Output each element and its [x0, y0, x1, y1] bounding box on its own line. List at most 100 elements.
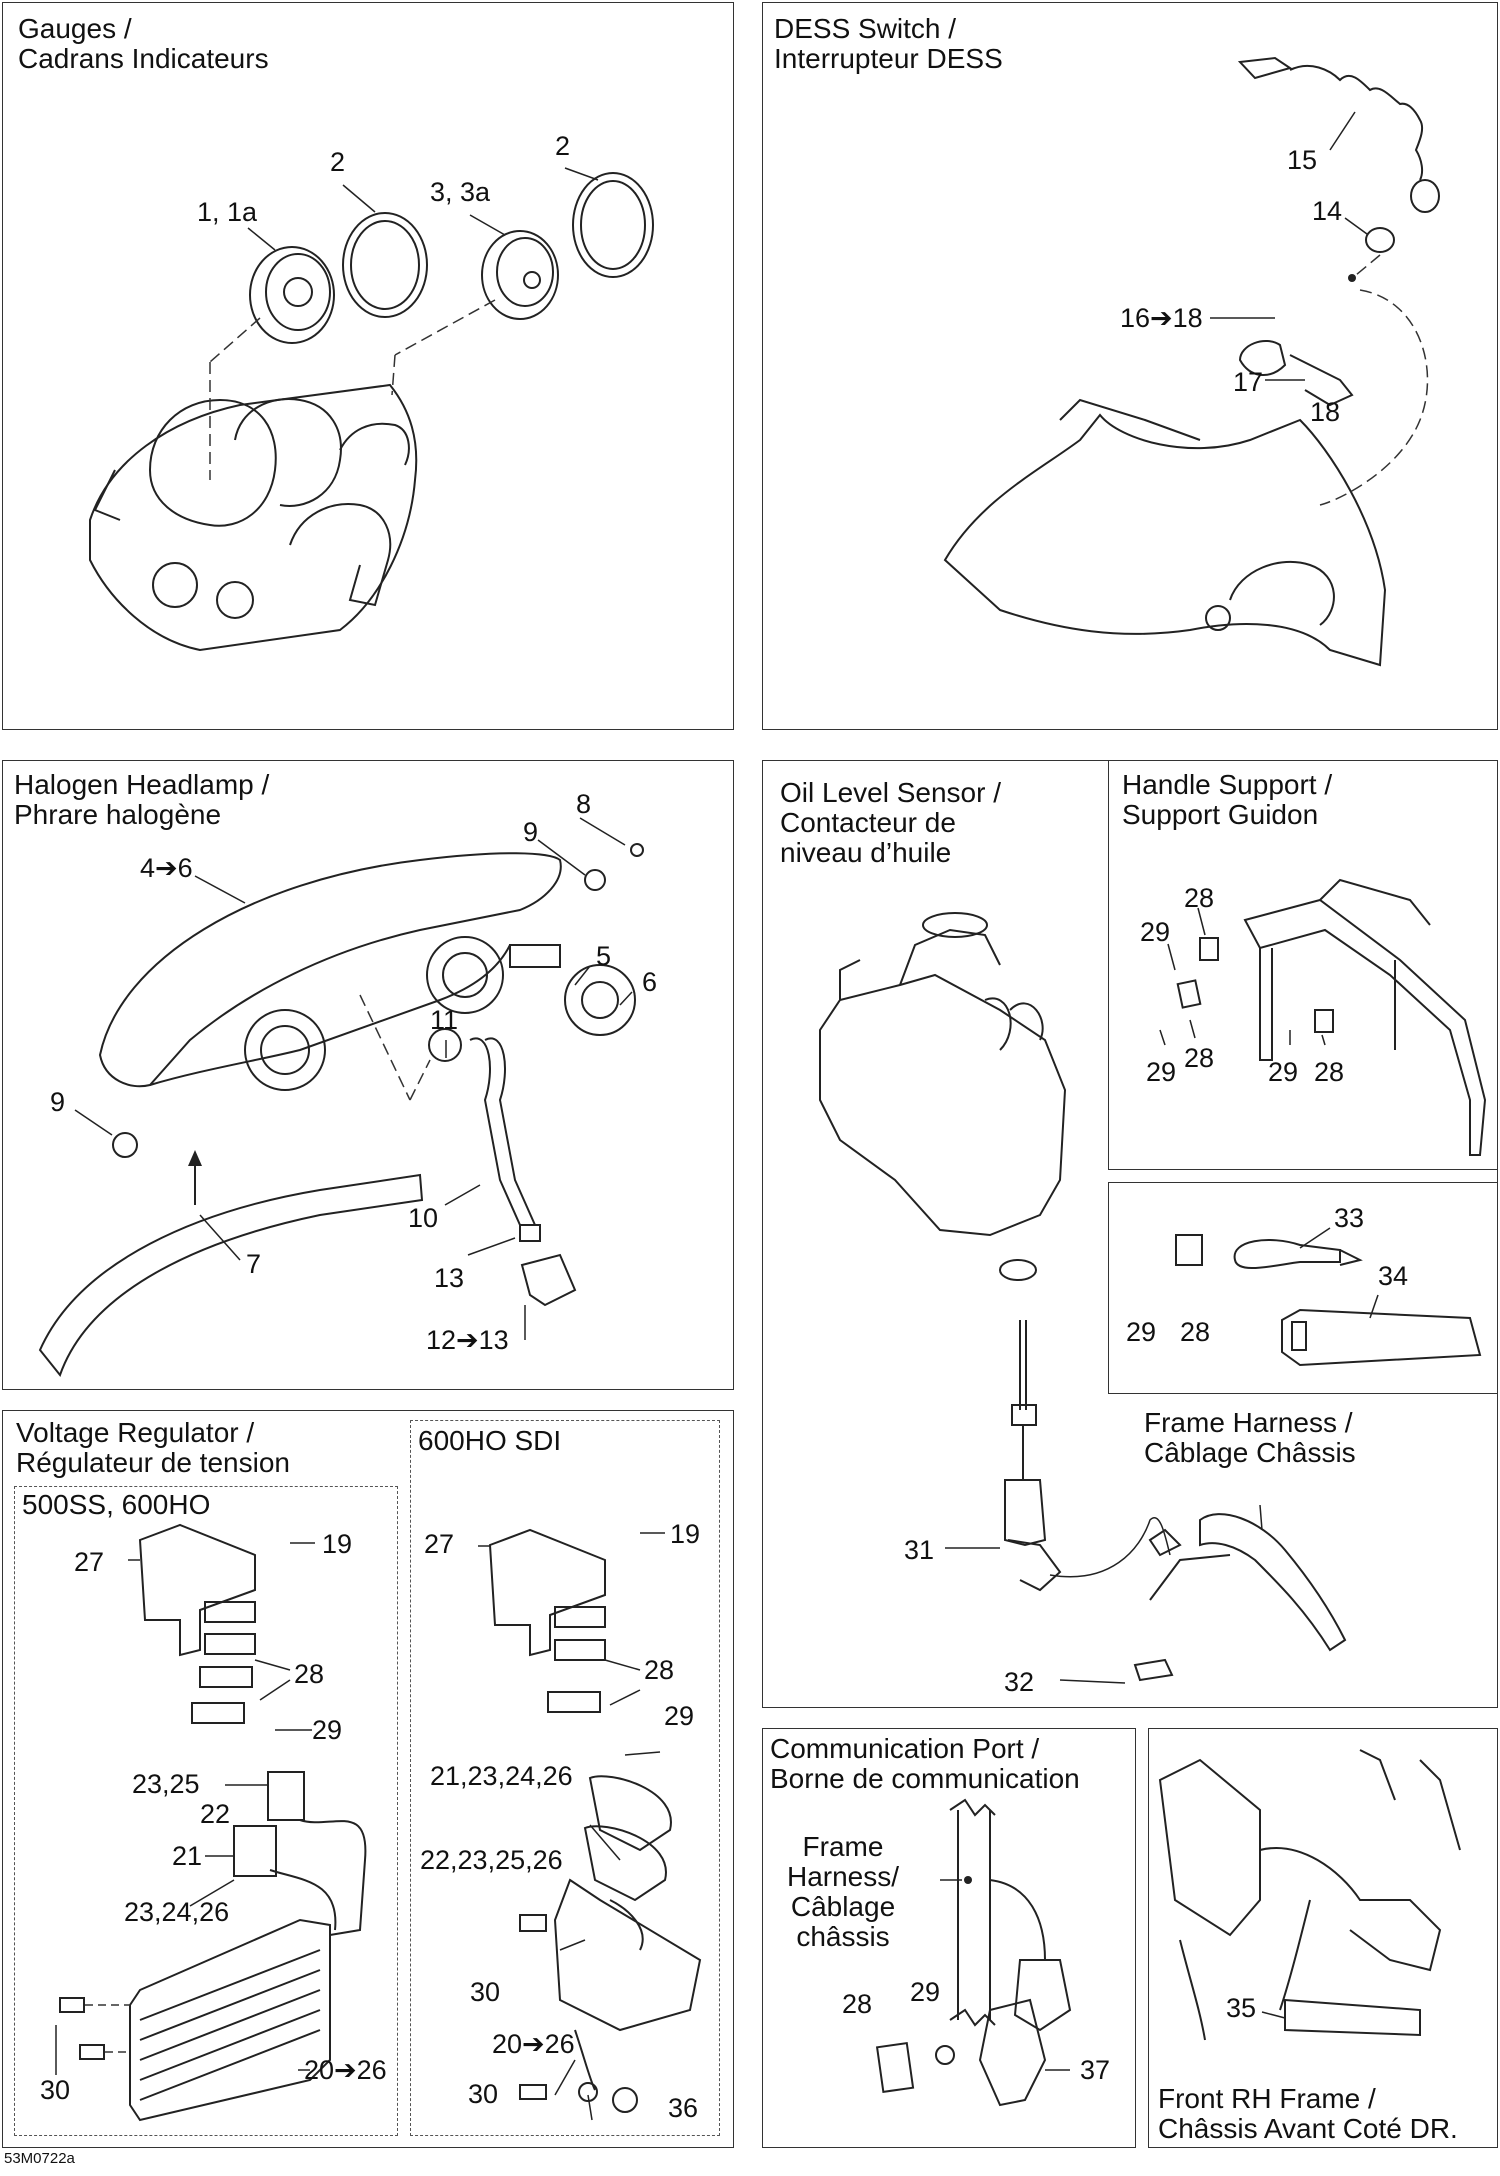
comm-fh-3: Câblage [790, 1891, 896, 1922]
callout-9a: 9 [523, 817, 539, 847]
headlamp-title-en: Halogen Headlamp / [14, 769, 270, 800]
callout-2b: 2 [555, 131, 571, 161]
callout-6: 6 [642, 967, 658, 997]
callout-1-1a: 1, 1a [197, 197, 258, 227]
callout-12-13: 12➔13 [426, 1325, 509, 1355]
callout-vl-22: 22 [200, 1799, 231, 1829]
oil-title-1: Oil Level Sensor / [780, 777, 1001, 808]
panel-500ss-600ho [14, 1486, 398, 2136]
comm-title-en: Communication Port / [770, 1733, 1040, 1764]
voltage-sub-500ss: 500SS, 600HO [22, 1489, 211, 1520]
voltage-title-fr: Régulateur de tension [16, 1447, 290, 1478]
callout-8: 8 [576, 789, 592, 819]
callout-vr-30a: 30 [470, 1977, 501, 2007]
callout-34: 34 [1378, 1261, 1409, 1291]
callout-vr-21: 21,23,24,26 [430, 1761, 573, 1791]
frame-harness-title-fr: Câblage Châssis [1144, 1437, 1356, 1468]
oil-title: Oil Level Sensor / Contacteur de niveau … [780, 778, 1001, 868]
callout-11: 11 [430, 1005, 459, 1035]
callout-kit-28: 28 [1180, 1317, 1211, 1347]
callout-32: 32 [1004, 1667, 1035, 1697]
callout-vr-19: 19 [670, 1519, 701, 1549]
callout-vl-29: 29 [312, 1715, 343, 1745]
front-title-fr: Châssis Avant Coté DR. [1158, 2113, 1458, 2144]
callout-comm-37: 37 [1080, 2055, 1111, 2085]
callout-comm-28: 28 [842, 1989, 873, 2019]
callout-handle-28a: 28 [1184, 883, 1215, 913]
panel-communication-port [762, 1728, 1136, 2148]
callout-16-18: 16➔18 [1120, 303, 1203, 333]
callout-5: 5 [596, 941, 612, 971]
panel-kit-parts [1108, 1182, 1498, 1394]
headlamp-title-fr: Phrare halogène [14, 799, 222, 830]
callout-handle-29c: 29 [1268, 1057, 1299, 1087]
callout-vl-27: 27 [74, 1547, 105, 1577]
dess-title-en: DESS Switch / [774, 13, 957, 44]
callout-handle-28d: 28 [1314, 1057, 1345, 1087]
gauges-title-en: Gauges / [18, 13, 132, 44]
callout-9b: 9 [50, 1087, 66, 1117]
callout-4-6: 4➔6 [140, 853, 193, 883]
panel-600ho-sdi [410, 1420, 720, 2136]
callout-handle-29a: 29 [1140, 917, 1171, 947]
headlamp-title: Halogen Headlamp / Phrare halogène [14, 770, 269, 830]
callout-10: 10 [408, 1203, 439, 1233]
comm-frame-harness-label: Frame Harness/ Câblage châssis [778, 1832, 908, 1952]
voltage-sub-600ho-sdi: 600HO SDI [418, 1425, 562, 1456]
callout-vr-36: 36 [668, 2093, 699, 2123]
callout-13: 13 [434, 1263, 465, 1293]
callout-vr-27: 27 [424, 1529, 455, 1559]
panel-gauges [2, 2, 734, 730]
callout-vl-20-26: 20➔26 [304, 2055, 387, 2085]
callout-vl-21: 21 [172, 1841, 203, 1871]
callout-handle-29b: 29 [1146, 1057, 1177, 1087]
callout-handle-28b: 28 [1184, 1043, 1215, 1073]
callout-18: 18 [1310, 397, 1341, 427]
callout-kit-29: 29 [1126, 1317, 1157, 1347]
callout-33: 33 [1334, 1203, 1365, 1233]
callout-vl-28: 28 [294, 1659, 325, 1689]
callout-7: 7 [246, 1249, 262, 1279]
comm-fh-4: châssis [796, 1921, 890, 1952]
dess-title-fr: Interrupteur DESS [774, 43, 1003, 74]
oil-title-2: Contacteur de [780, 807, 956, 838]
callout-comm-29: 29 [910, 1977, 941, 2007]
gauges-title-fr: Cadrans Indicateurs [18, 43, 269, 74]
callout-vl-30a: 30 [40, 2075, 71, 2105]
handle-title: Handle Support / Support Guidon [1122, 770, 1332, 830]
voltage-title: Voltage Regulator / Régulateur de tensio… [16, 1418, 290, 1478]
oil-title-3: niveau d’huile [780, 837, 952, 868]
callout-vr-30b: 30 [468, 2079, 499, 2109]
voltage-title-en: Voltage Regulator / [16, 1417, 255, 1448]
frame-harness-title-en: Frame Harness / [1144, 1407, 1353, 1438]
gauges-title: Gauges / Cadrans Indicateurs [18, 14, 269, 74]
comm-fh-2: Harness/ [786, 1861, 900, 1892]
callout-15: 15 [1287, 145, 1318, 175]
callout-vr-22: 22,23,25,26 [420, 1845, 563, 1875]
frame-harness-title: Frame Harness / Câblage Châssis [1144, 1408, 1356, 1468]
comm-title: Communication Port / Borne de communicat… [770, 1734, 1080, 1794]
callout-35: 35 [1226, 1993, 1257, 2023]
handle-title-fr: Support Guidon [1122, 799, 1319, 830]
callout-vl-23-24-26: 23,24,26 [124, 1897, 230, 1927]
callout-31: 31 [904, 1535, 935, 1565]
callout-vl-23-25: 23,25 [132, 1769, 200, 1799]
callout-vr-29: 29 [664, 1701, 695, 1731]
panel-headlamp [2, 760, 734, 1390]
callout-17: 17 [1233, 367, 1264, 397]
callout-vr-20-26: 20➔26 [492, 2029, 575, 2059]
drawing-code: 53M0722a [4, 2150, 75, 2167]
handle-title-en: Handle Support / [1122, 769, 1333, 800]
callout-3-3a: 3, 3a [430, 177, 491, 207]
dess-title: DESS Switch / Interrupteur DESS [774, 14, 1003, 74]
comm-fh-1: Frame [802, 1831, 884, 1862]
front-title: Front RH Frame / Châssis Avant Coté DR. [1158, 2084, 1458, 2144]
comm-title-fr: Borne de communication [770, 1763, 1080, 1794]
callout-14: 14 [1312, 196, 1343, 226]
callout-vr-28: 28 [644, 1655, 675, 1685]
panel-dess [762, 2, 1498, 730]
front-title-en: Front RH Frame / [1158, 2083, 1376, 2114]
callout-2a: 2 [330, 147, 346, 177]
callout-vl-19: 19 [322, 1529, 353, 1559]
